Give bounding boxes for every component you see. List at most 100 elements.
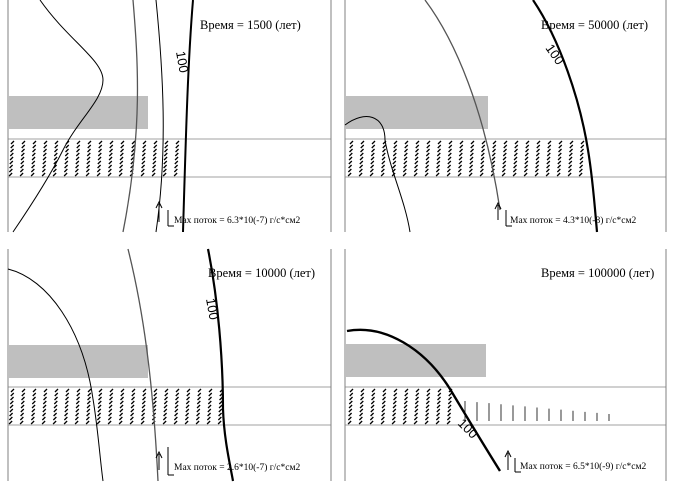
flow-vector bbox=[151, 172, 156, 177]
scale-arrow bbox=[494, 201, 502, 220]
flow-vector bbox=[174, 408, 179, 413]
flow-vector bbox=[19, 172, 24, 177]
flow-vector bbox=[64, 164, 69, 169]
flow-vector bbox=[87, 144, 92, 149]
flow-vector bbox=[152, 400, 157, 405]
flow-vector bbox=[380, 420, 385, 425]
flow-vector bbox=[424, 168, 429, 173]
flow-vector bbox=[371, 396, 375, 401]
flow-vector bbox=[557, 164, 562, 169]
contour-line bbox=[122, 0, 139, 233]
flow-vector bbox=[535, 164, 540, 169]
flow-vector bbox=[413, 168, 418, 173]
flow-vector bbox=[208, 388, 213, 393]
flow-vector bbox=[436, 152, 441, 157]
flow-vector bbox=[20, 400, 25, 405]
flow-vector bbox=[414, 164, 419, 169]
flow-vector bbox=[142, 140, 147, 145]
flow-vector bbox=[9, 404, 14, 409]
flow-vector bbox=[129, 420, 134, 425]
flow-vector bbox=[86, 404, 91, 409]
flow-vector bbox=[42, 164, 47, 169]
flow-vector bbox=[359, 400, 364, 405]
flow-vector bbox=[76, 392, 81, 397]
flow-vector bbox=[448, 392, 453, 397]
flow-vector bbox=[569, 144, 574, 149]
flow-vector bbox=[119, 412, 124, 417]
flow-vector bbox=[109, 148, 113, 153]
flow-vector bbox=[174, 160, 179, 165]
flow-vector bbox=[63, 416, 68, 421]
flow-vector bbox=[21, 392, 26, 397]
flow-vector bbox=[437, 140, 442, 145]
legend-value: 6.5*10(-9) г/с*см2 bbox=[573, 462, 647, 472]
flow-vector bbox=[76, 396, 80, 401]
flow-vector bbox=[382, 144, 387, 149]
flow-vector bbox=[19, 420, 24, 425]
flow-vector bbox=[349, 148, 353, 153]
flow-vector bbox=[20, 164, 25, 169]
flow-vector bbox=[43, 144, 48, 149]
flow-vector bbox=[391, 416, 396, 421]
flow-vector bbox=[459, 140, 464, 145]
contour-line bbox=[155, 0, 164, 233]
scale-bracket bbox=[167, 210, 174, 227]
flow-vector bbox=[557, 152, 562, 157]
flow-vector bbox=[108, 408, 113, 413]
flow-vector bbox=[163, 160, 168, 165]
flow-vector bbox=[503, 144, 508, 149]
flow-vector bbox=[141, 156, 146, 161]
flow-vector bbox=[86, 160, 91, 165]
max-flux-legend: Max поток = 6.5*10(-9) г/с*см2 bbox=[520, 462, 646, 472]
flow-vector bbox=[436, 408, 441, 413]
flow-vector bbox=[141, 404, 146, 409]
flow-vector bbox=[119, 156, 124, 161]
flow-vector bbox=[403, 404, 408, 409]
flow-vector bbox=[360, 396, 364, 401]
flow-vector bbox=[502, 164, 507, 169]
flow-vector bbox=[370, 404, 375, 409]
flow-vector bbox=[75, 412, 80, 417]
flow-vector bbox=[118, 416, 123, 421]
flow-vector bbox=[569, 140, 574, 145]
flow-vector bbox=[196, 412, 201, 417]
flow-vector bbox=[75, 152, 80, 157]
flow-vector bbox=[424, 172, 429, 177]
flow-vector bbox=[371, 148, 375, 153]
flow-vector bbox=[20, 408, 25, 413]
flow-vector bbox=[447, 152, 452, 157]
flow-vector bbox=[502, 152, 507, 157]
flow-vector bbox=[393, 392, 398, 397]
flow-vector bbox=[108, 400, 113, 405]
flow-vector bbox=[403, 160, 408, 165]
flow-vector bbox=[360, 140, 365, 145]
flow-vector bbox=[448, 140, 453, 145]
flow-vector bbox=[558, 144, 563, 149]
flow-vector bbox=[436, 164, 441, 169]
flow-vector bbox=[534, 168, 539, 173]
flow-vector bbox=[414, 404, 419, 409]
flow-vector bbox=[96, 416, 101, 421]
flow-vector bbox=[97, 400, 102, 405]
flow-vector bbox=[392, 404, 397, 409]
flow-vector bbox=[152, 160, 157, 165]
flow-vector bbox=[424, 416, 429, 421]
flow-vector bbox=[503, 140, 508, 145]
flow-vector bbox=[404, 148, 408, 153]
flow-vector bbox=[448, 144, 453, 149]
flow-vector bbox=[480, 156, 485, 161]
flow-vector bbox=[43, 396, 47, 401]
flow-vector bbox=[534, 172, 539, 177]
flow-vector bbox=[446, 420, 451, 425]
flow-vector bbox=[21, 396, 25, 401]
flow-vector bbox=[371, 388, 376, 393]
flow-vector bbox=[448, 148, 452, 153]
flow-vector bbox=[63, 420, 68, 425]
flow-vector bbox=[98, 144, 103, 149]
flow-vector bbox=[557, 156, 562, 161]
flow-vector bbox=[392, 160, 397, 165]
flow-vector bbox=[43, 140, 48, 145]
flow-vector bbox=[30, 172, 35, 177]
flow-vector bbox=[415, 140, 420, 145]
flow-vector bbox=[96, 172, 101, 177]
